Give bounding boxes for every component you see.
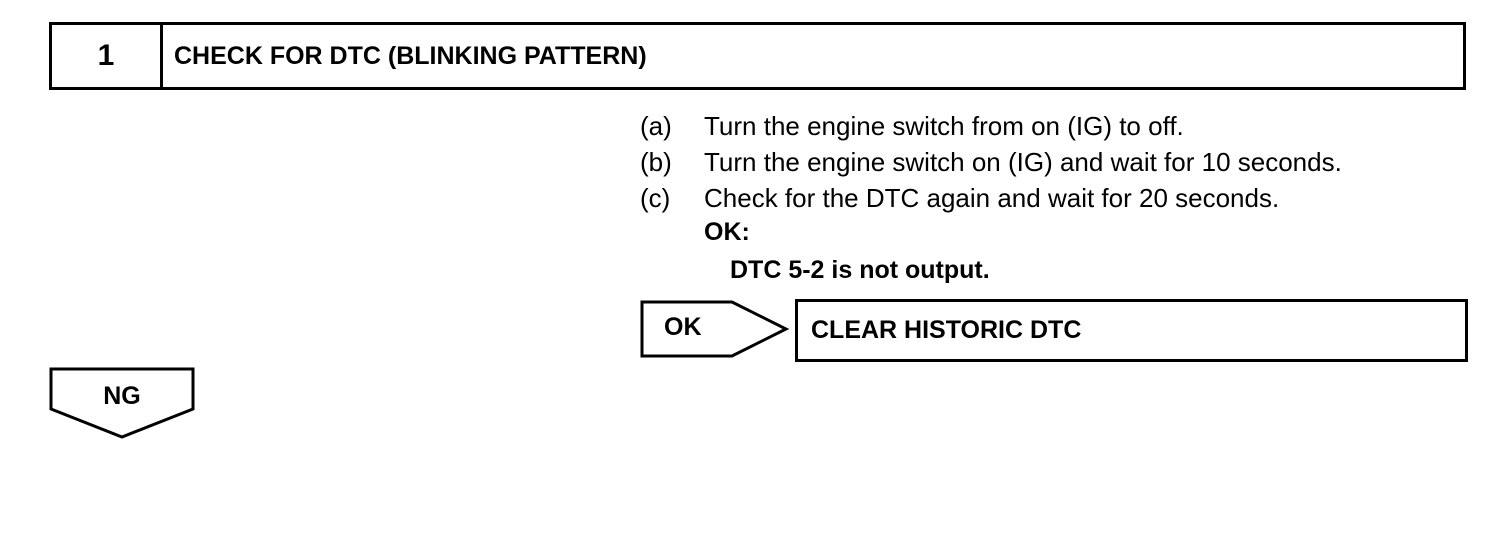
ok-condition-detail: DTC 5-2 is not output. <box>730 256 990 284</box>
ok-condition-title: OK: <box>704 218 750 246</box>
instruction-item-b: (b) Turn the engine switch on (IG) and w… <box>640 144 1480 180</box>
instruction-label: (c) <box>640 183 671 213</box>
step-number: 1 <box>52 25 163 87</box>
instruction-item-a: (a) Turn the engine switch from on (IG) … <box>640 108 1480 144</box>
instruction-list: (a) Turn the engine switch from on (IG) … <box>640 108 1480 216</box>
step-header: 1 CHECK FOR DTC (BLINKING PATTERN) <box>49 22 1466 90</box>
ok-arrow-icon <box>640 300 790 358</box>
instruction-item-c: (c) Check for the DTC again and wait for… <box>640 180 1480 216</box>
ok-result-box: CLEAR HISTORIC DTC <box>795 299 1468 362</box>
instruction-text: Turn the engine switch from on (IG) to o… <box>704 111 1184 141</box>
instruction-text: Turn the engine switch on (IG) and wait … <box>704 147 1342 177</box>
instruction-text: Check for the DTC again and wait for 20 … <box>704 183 1280 213</box>
ng-branch-label: NG <box>103 382 141 410</box>
instruction-label: (b) <box>640 147 672 177</box>
ng-arrow-icon <box>49 367 195 439</box>
instruction-label: (a) <box>640 111 672 141</box>
step-title: CHECK FOR DTC (BLINKING PATTERN) <box>174 41 647 70</box>
ok-branch-label: OK <box>664 313 702 341</box>
